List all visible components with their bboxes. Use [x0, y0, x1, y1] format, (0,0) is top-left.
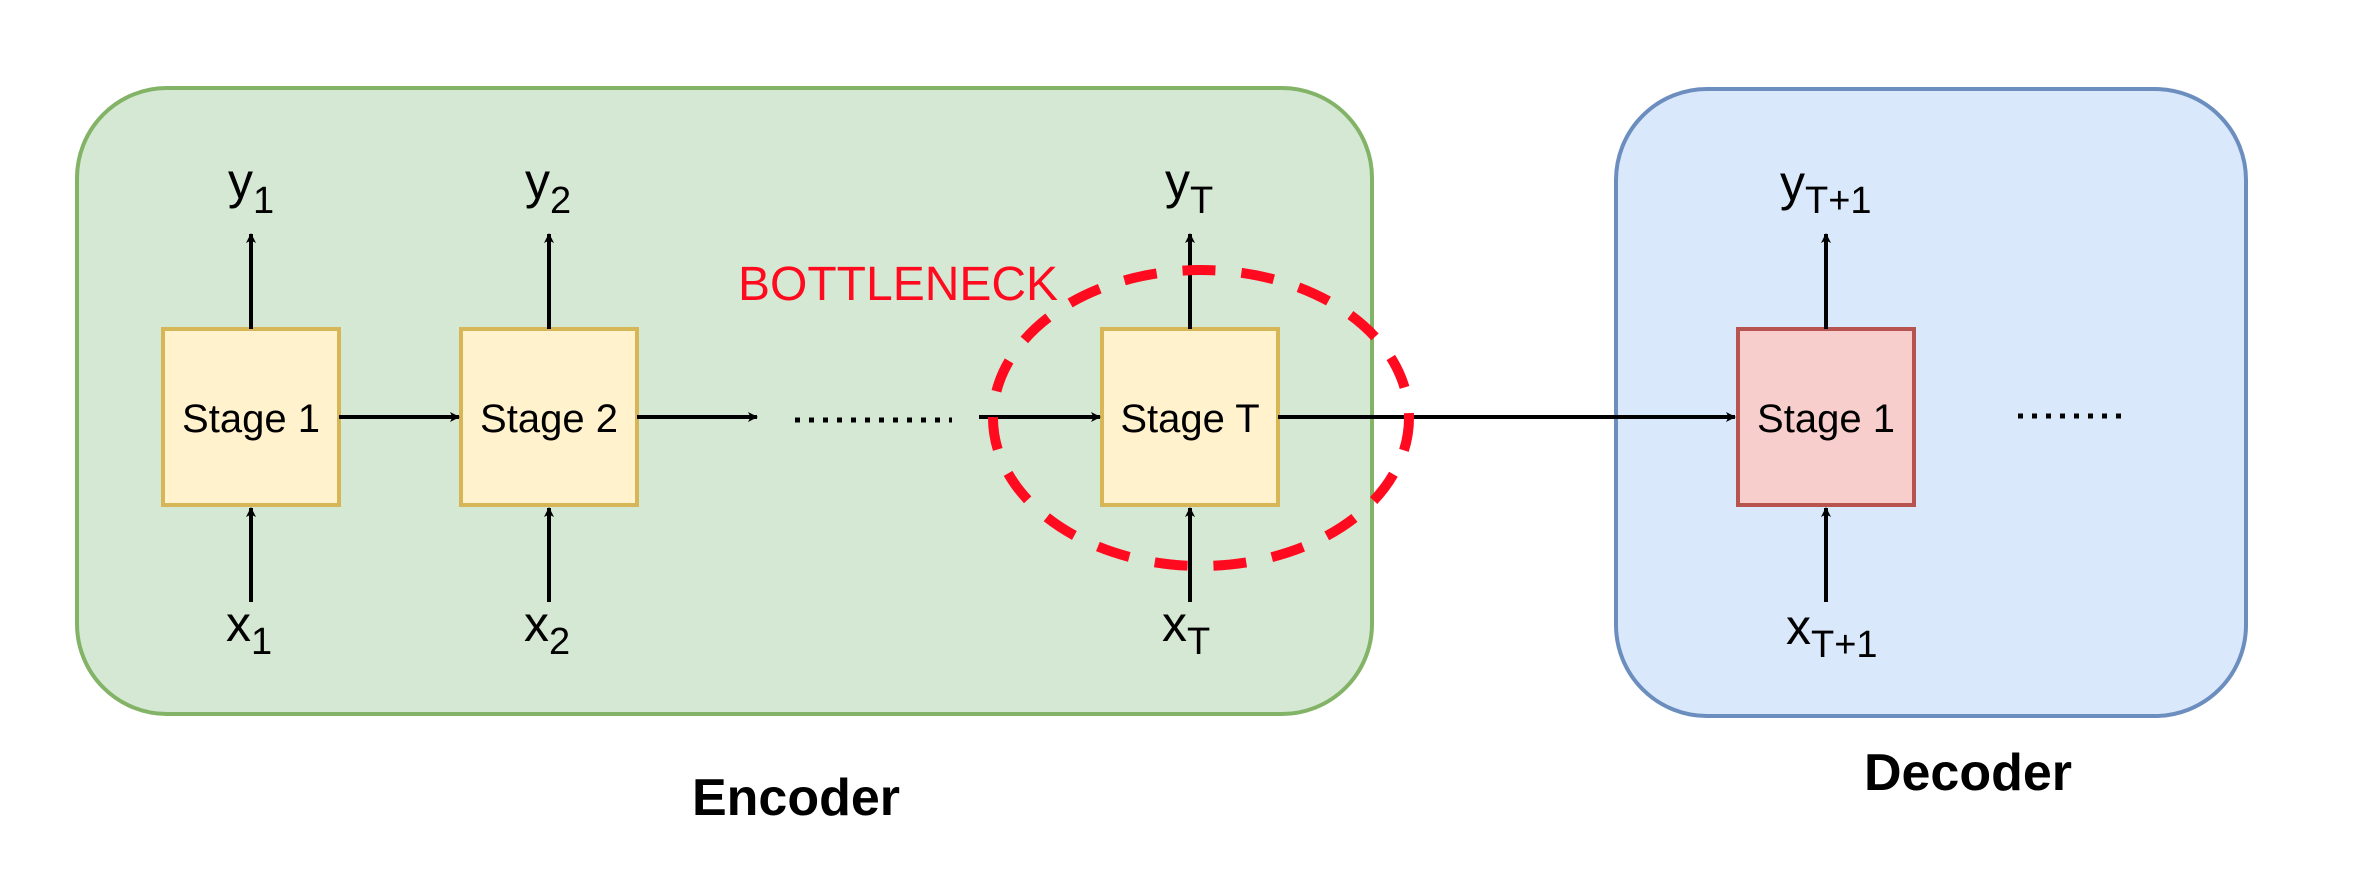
- stage-label: Stage 1: [182, 397, 320, 441]
- input-label-stage-t: xT: [1162, 596, 1210, 663]
- label-subscript: 2: [549, 621, 570, 663]
- decoder-stage-1: Stage 1: [1736, 327, 1916, 507]
- label-subscript: 1: [253, 180, 274, 222]
- stage-box: [1736, 327, 1916, 507]
- label-subscript: T+1: [1805, 180, 1872, 222]
- label-base: y: [525, 153, 550, 209]
- label-base: x: [226, 596, 251, 652]
- encoder-stage-2: Stage 2: [459, 327, 639, 507]
- bottleneck-label: BOTTLENECK: [738, 258, 1058, 311]
- label-subscript: T: [1187, 621, 1210, 663]
- output-label-decoder-stage-1: yT+1: [1780, 155, 1872, 222]
- input-label-stage-2: x2: [524, 596, 570, 663]
- output-label-stage-t: yT: [1165, 153, 1213, 222]
- label-subscript: T: [1190, 180, 1213, 222]
- label-base: y: [228, 153, 253, 209]
- encoder-stage-1: Stage 1: [161, 327, 341, 507]
- label-base: y: [1780, 155, 1805, 211]
- bottleneck-highlight-ellipse: [988, 265, 1414, 571]
- label-subscript: 1: [251, 621, 272, 663]
- encoder-title: Encoder: [692, 769, 900, 827]
- label-subscript: 2: [550, 180, 571, 222]
- encoder-container: [75, 86, 1374, 716]
- stage-label: Stage 2: [480, 397, 618, 441]
- stage-label: Stage 1: [1757, 397, 1895, 441]
- encoder-stage-t: Stage T: [1100, 327, 1280, 507]
- stage-box: [1100, 327, 1280, 507]
- label-base: y: [1165, 153, 1190, 209]
- decoder-container: [1614, 87, 2248, 718]
- label-base: x: [1162, 596, 1187, 652]
- input-label-stage-1: x1: [226, 596, 272, 663]
- output-label-stage-2: y2: [525, 153, 571, 222]
- input-label-decoder-stage-1: xT+1: [1786, 599, 1878, 666]
- stage-box: [161, 327, 341, 507]
- label-base: x: [524, 596, 549, 652]
- label-base: x: [1786, 599, 1811, 655]
- decoder-title: Decoder: [1864, 744, 2072, 802]
- label-subscript: T+1: [1811, 624, 1878, 666]
- stage-label: Stage T: [1120, 397, 1259, 441]
- output-label-stage-1: y1: [228, 153, 274, 222]
